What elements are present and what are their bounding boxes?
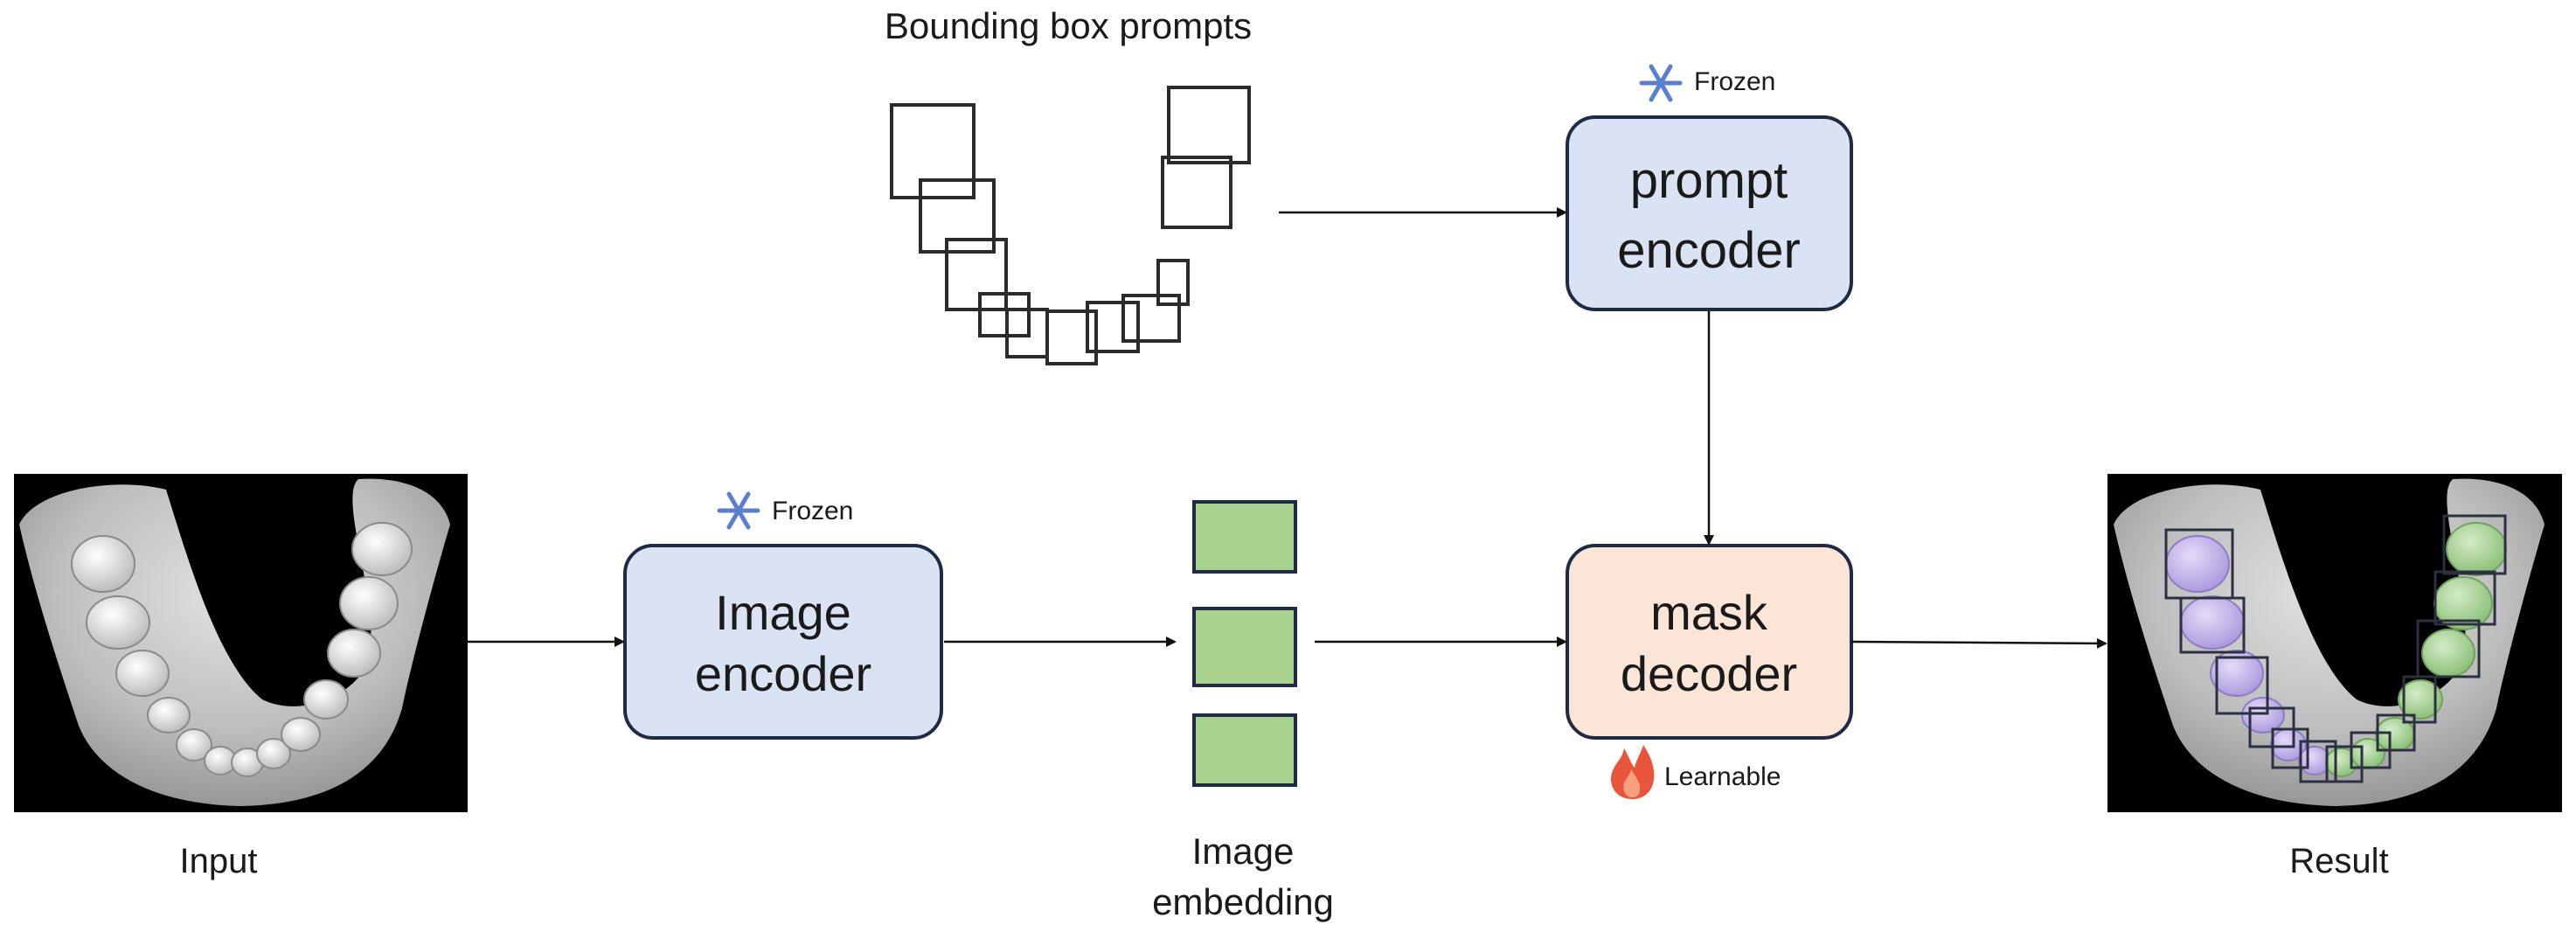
- image-encoder-block: Image encoder: [623, 544, 943, 740]
- embedding-block-2: [1192, 607, 1297, 687]
- image-embedding-stack: [1192, 500, 1297, 787]
- flame-icon: [1611, 745, 1655, 799]
- prompt-box-3: [945, 238, 1008, 311]
- prompt-encoder-label-line1: prompt: [1630, 152, 1788, 209]
- prompt-encoder-frozen-badge: Frozen: [1639, 64, 1775, 102]
- snowflake-icon: [1639, 64, 1683, 102]
- bounding-box-prompts-group: [890, 86, 1251, 365]
- prompt-box-6: [1045, 310, 1098, 365]
- mask-decoder-label-line2: decoder: [1621, 646, 1797, 701]
- prompt-box-1: [890, 103, 976, 199]
- prompt-box-8: [1121, 294, 1181, 343]
- image-encoder-label-line2: encoder: [695, 646, 871, 701]
- embedding-block-1: [1192, 500, 1297, 574]
- prompt-box-7: [1086, 301, 1140, 353]
- image-encoder-label-line1: Image: [715, 585, 851, 640]
- prompt-box-11: [1167, 86, 1251, 164]
- prompt-box-4: [978, 292, 1031, 337]
- prompt-box-9: [1156, 259, 1190, 306]
- result-bounding-boxes: [2164, 514, 2507, 783]
- prompt-encoder-badge-label: Frozen: [1694, 67, 1775, 96]
- prompt-box-2: [919, 178, 996, 254]
- mask-decoder-learnable-badge: Learnable: [1611, 745, 1781, 799]
- result-image: [2107, 474, 2562, 812]
- prompt-encoder-label-line2: encoder: [1617, 222, 1801, 279]
- bbox-prompts-title: Bounding box prompts: [885, 5, 1252, 46]
- mask-decoder-block: mask decoder: [1566, 544, 1853, 740]
- purple-tooth-masks: [2165, 535, 2331, 776]
- input-image: [14, 474, 468, 812]
- flow-arrows: [468, 207, 2107, 649]
- image-encoder-badge-label: Frozen: [772, 497, 853, 525]
- embedding-block-3: [1192, 713, 1297, 787]
- snowflake-icon: [717, 491, 760, 530]
- input-label: Input: [180, 842, 258, 880]
- embedding-label-line2: embedding: [1152, 881, 1334, 922]
- arrow-mask-decoder-to-result: [1850, 637, 2107, 649]
- mask-decoder-label-line1: mask: [1650, 585, 1768, 640]
- mask-decoder-badge-label: Learnable: [1664, 762, 1781, 791]
- prompt-box-10: [1161, 156, 1232, 229]
- embedding-label-line1: Image: [1192, 831, 1295, 872]
- result-label: Result: [2289, 842, 2388, 880]
- prompt-encoder-block: prompt encoder: [1566, 115, 1853, 311]
- image-encoder-frozen-badge: Frozen: [717, 491, 853, 530]
